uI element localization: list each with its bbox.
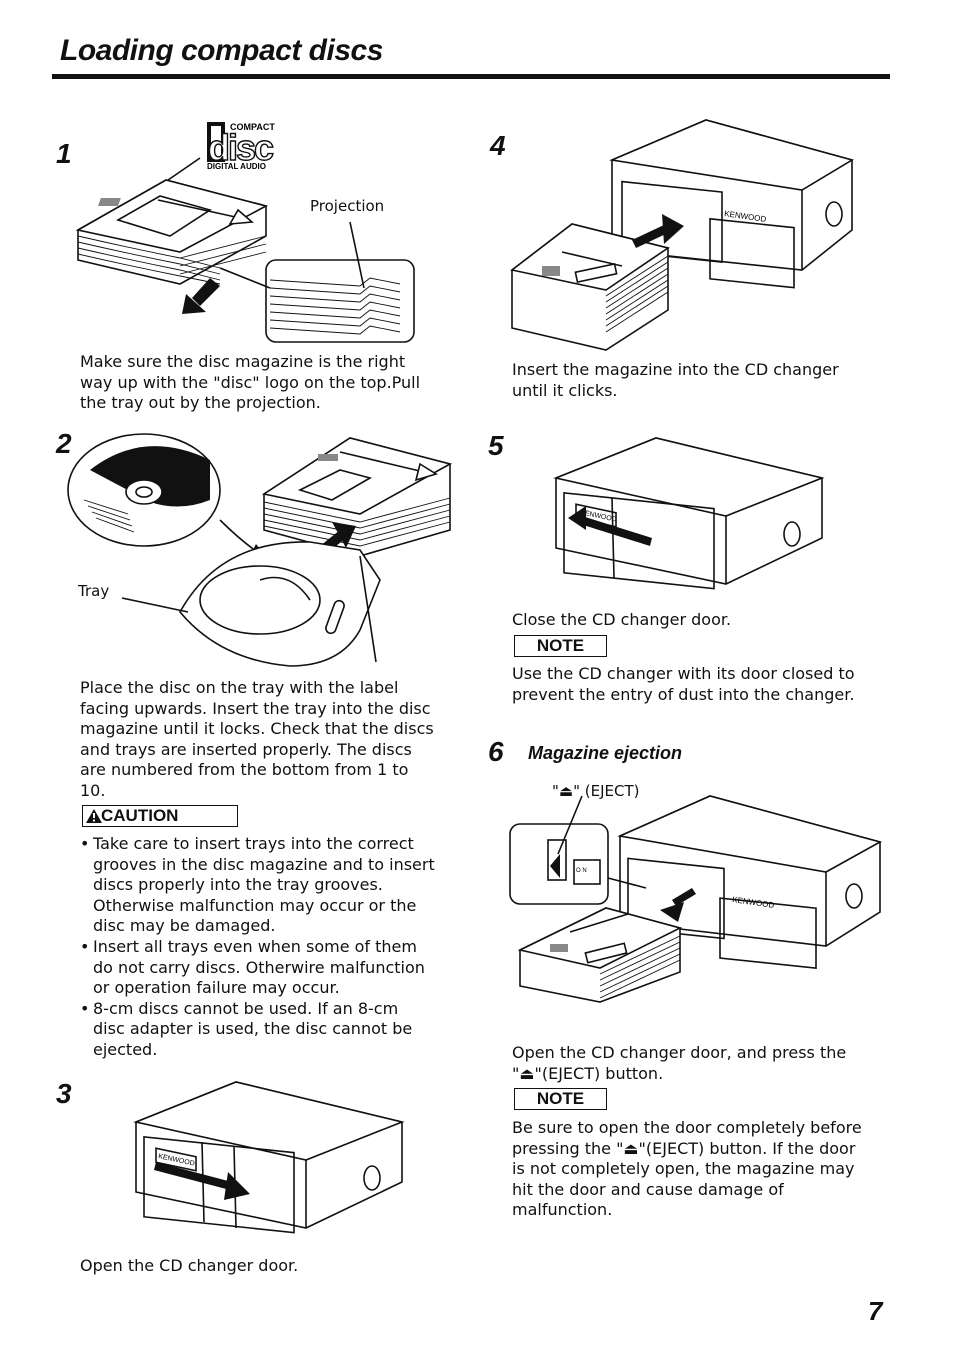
logo-disc-text: disc [208, 127, 273, 168]
caution-line: Take care to insert trays into the corre… [93, 834, 414, 853]
note-line: prevent the entry of dust into the chang… [512, 684, 855, 704]
step-3-number: 3 [56, 1078, 72, 1109]
step-6-line: Open the CD changer door, and press the [512, 1043, 847, 1062]
caution-line: grooves in the disc magazine and to inse… [93, 854, 435, 874]
caution-line: ejected. [93, 1039, 158, 1059]
step-1-line: way up with the "disc" logo on the top.P… [80, 372, 421, 392]
logo-compact-text: COMPACT [230, 122, 275, 132]
note-line: Be sure to open the door completely befo… [512, 1118, 862, 1137]
step-6-number: 6 [488, 736, 504, 767]
step-2-line: and trays are inserted properly. The dis… [80, 739, 412, 759]
caution-item: Insert all trays even when some of them … [80, 937, 460, 999]
tray-label: Tray [78, 582, 110, 600]
eject-label: "⏏" (EJECT) [552, 782, 640, 800]
caution-item: 8-cm discs cannot be used. If an 8-cm di… [80, 999, 460, 1061]
caution-box: CAUTION [82, 805, 238, 827]
caution-label: CAUTION [101, 806, 179, 825]
step-2-line: 10. [80, 780, 106, 800]
title-rule [52, 74, 890, 79]
logo-digital-audio-text: DIGITAL AUDIO [207, 162, 266, 171]
step-4-number: 4 [490, 130, 506, 161]
step-3-text: Open the CD changer door. [80, 1256, 299, 1275]
warning-triangle-icon [86, 809, 102, 823]
caution-line: or operation failure may occur. [93, 978, 340, 998]
step-1-text: Make sure the disc magazine is the right… [80, 352, 420, 414]
step-5-text: Close the CD changer door. [512, 610, 732, 629]
switch-on-text: O N [576, 868, 587, 874]
step-5-number: 5 [488, 430, 504, 461]
step-3-illustration: KENWOOD [133, 1081, 405, 1234]
step-6-text: Open the CD changer door, and press the … [512, 1043, 846, 1084]
caution-line: 8-cm discs cannot be used. If an 8-cm [93, 998, 399, 1018]
page-number: 7 [868, 1296, 883, 1326]
caution-item: Take care to insert trays into the corre… [80, 834, 460, 937]
step-4-text: Insert the magazine into the CD changer … [512, 360, 839, 401]
caution-line: Otherwise malfunction may occur or the [93, 895, 417, 915]
caution-list: Take care to insert trays into the corre… [80, 834, 460, 1061]
step-2-line: Place the disc on the tray with the labe… [80, 678, 399, 697]
caution-line: Insert all trays even when some of them [93, 936, 417, 956]
step-2-illustration [67, 433, 453, 667]
note-line: pressing the "⏏"(EJECT) button. If the d… [512, 1138, 856, 1158]
step-6-illustration: O N KENWOOD [509, 795, 883, 1003]
step-1-illustration: COMPACT disc DIGITAL AUDIO [75, 122, 415, 343]
note-box: NOTE [514, 1088, 607, 1110]
step-5-illustration: KENWOOD [553, 437, 825, 590]
compact-disc-drawing [67, 433, 221, 547]
caution-line: disc adapter is used, the disc cannot be [93, 1019, 413, 1039]
step-4-illustration: KENWOOD [510, 119, 855, 351]
step-2-text: Place the disc on the tray with the labe… [80, 678, 434, 802]
step-1-line: the tray out by the projection. [80, 393, 321, 413]
page-title: Loading compact discs [60, 34, 383, 67]
step-1-line: Make sure the disc magazine is the right [80, 352, 406, 371]
note-line: Use the CD changer with its door closed … [512, 664, 855, 683]
step-2-line: are numbered from the bottom from 1 to [80, 760, 409, 780]
caution-line: do not carry discs. Otherwire malfunctio… [93, 957, 425, 977]
note-box: NOTE [514, 635, 607, 657]
step-2-line: magazine until it locks. Check that the … [80, 719, 434, 739]
step-1-number: 1 [56, 138, 72, 169]
step-2-line: facing upwards. Insert the tray into the… [80, 698, 431, 718]
step-5-note-text: Use the CD changer with its door closed … [512, 664, 855, 705]
step-6-line: "⏏"(EJECT) button. [512, 1063, 664, 1083]
step-4-line: Insert the magazine into the CD changer [512, 360, 839, 379]
note-line: hit the door and cause damage of [512, 1179, 784, 1199]
step-6-subtitle: Magazine ejection [528, 743, 683, 763]
step-6-note-text: Be sure to open the door completely befo… [512, 1118, 862, 1221]
caution-line: disc may be damaged. [93, 916, 276, 936]
note-line: malfunction. [512, 1200, 613, 1220]
compact-disc-logo: COMPACT disc DIGITAL AUDIO [207, 122, 276, 171]
projection-label: Projection [310, 197, 385, 215]
step-4-line: until it clicks. [512, 380, 618, 400]
note-line: is not completely open, the magazine may [512, 1159, 855, 1179]
step-2-number: 2 [56, 428, 72, 459]
caution-line: discs properly into the tray grooves. [93, 875, 383, 895]
